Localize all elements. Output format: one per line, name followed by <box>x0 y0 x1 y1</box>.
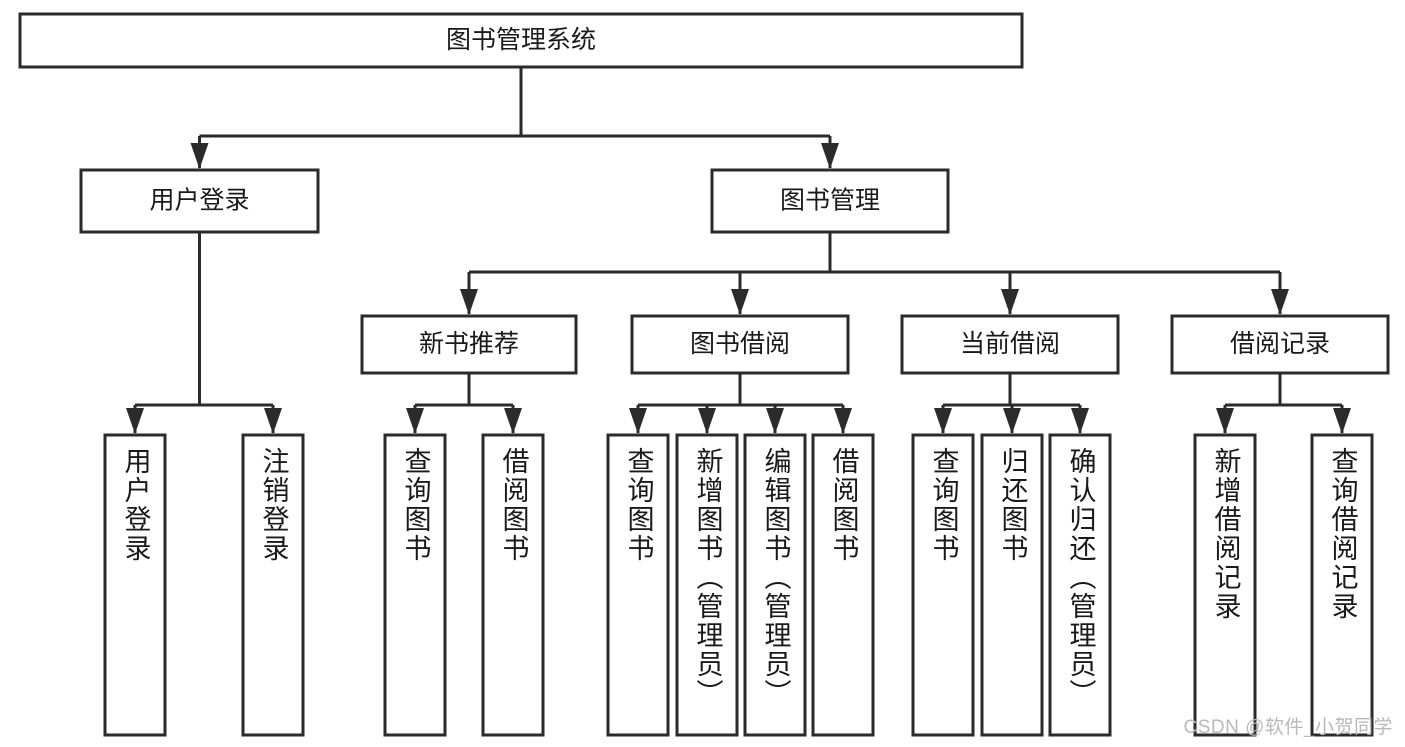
arrow-head-icon <box>698 408 716 434</box>
node-title-box[interactable] <box>18 12 1024 69</box>
node-leaf-return-book-box[interactable] <box>980 433 1044 737</box>
arrow-head-icon <box>460 289 478 315</box>
node-new-book-recommend-box[interactable] <box>360 314 578 375</box>
arrow-head-icon <box>1003 408 1021 434</box>
node-user-login-label: 用户登录 <box>149 187 249 215</box>
node-leaf-query-book-3-box[interactable] <box>911 433 975 737</box>
arrow-head-icon <box>731 289 749 315</box>
arrow-head-icon <box>934 408 952 434</box>
arrow-head-icon <box>629 408 647 434</box>
arrow-head-icon <box>1216 408 1234 434</box>
node-new-book-recommend-label: 新书推荐 <box>419 330 519 358</box>
arrow-head-icon <box>264 408 282 434</box>
node-leaf-confirm-return-box[interactable] <box>1048 433 1112 737</box>
node-book-borrow-box[interactable] <box>630 314 850 375</box>
node-book-manage-box[interactable] <box>710 168 950 234</box>
node-title-label: 图书管理系统 <box>446 26 596 54</box>
node-leaf-edit-book-box[interactable] <box>743 433 807 737</box>
arrow-head-icon <box>190 143 209 169</box>
node-leaf-user-login-box[interactable] <box>103 433 167 737</box>
arrow-head-icon <box>406 408 424 434</box>
node-borrow-record-box[interactable] <box>1170 314 1390 375</box>
connector-layer <box>126 67 1351 434</box>
arrow-head-icon <box>126 408 144 434</box>
box-layer <box>18 12 1390 737</box>
arrow-head-icon <box>1001 289 1019 315</box>
node-leaf-add-book-box[interactable] <box>675 433 739 737</box>
arrow-head-icon <box>834 408 852 434</box>
node-leaf-logout-box[interactable] <box>241 433 305 737</box>
node-current-borrow-label: 当前借阅 <box>960 330 1060 358</box>
node-leaf-borrow-book-2-box[interactable] <box>811 433 875 737</box>
node-leaf-add-record-box[interactable] <box>1193 433 1257 737</box>
node-user-login-box[interactable] <box>79 168 320 234</box>
arrow-head-icon <box>821 143 839 169</box>
watermark: CSDN @软件_小贺同学 <box>1183 717 1393 738</box>
node-borrow-record-label: 借阅记录 <box>1230 330 1330 358</box>
node-leaf-query-record-box[interactable] <box>1310 433 1374 737</box>
node-book-manage-label: 图书管理 <box>780 187 880 215</box>
arrow-head-icon <box>766 408 784 434</box>
arrow-head-icon <box>504 408 522 434</box>
arrow-head-icon <box>1071 408 1089 434</box>
node-current-borrow-box[interactable] <box>900 314 1120 375</box>
node-leaf-query-book-2-box[interactable] <box>606 433 670 737</box>
node-leaf-borrow-book-1-box[interactable] <box>481 433 545 737</box>
node-leaf-query-book-1-box[interactable] <box>383 433 447 737</box>
arrow-head-icon <box>1271 289 1289 315</box>
node-book-borrow-label: 图书借阅 <box>690 330 790 358</box>
arrow-head-icon <box>1333 408 1351 434</box>
